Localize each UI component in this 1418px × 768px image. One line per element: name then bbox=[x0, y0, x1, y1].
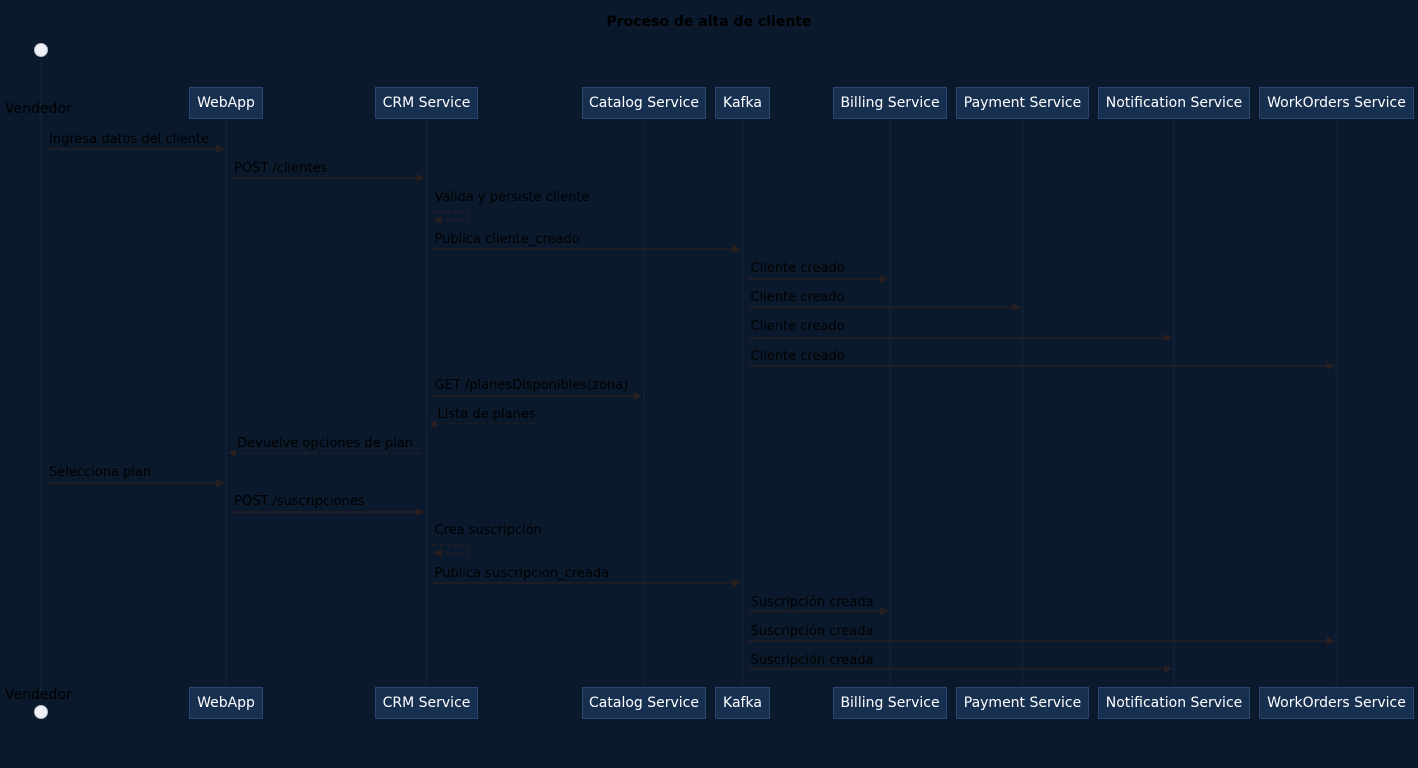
participant-box-webapp-top: WebApp bbox=[189, 87, 263, 119]
message-label: Publica suscripcion_creada bbox=[434, 566, 610, 581]
message-label: GET /planesDisponibles(zona) bbox=[434, 378, 629, 393]
actor-label-top: Vendedor bbox=[5, 101, 72, 117]
participant-box-kafka-top: Kafka bbox=[715, 87, 770, 119]
message-label: Crea suscripción bbox=[434, 523, 542, 538]
message-label: Publica cliente_creado bbox=[434, 232, 580, 247]
participant-box-kafka-bottom: Kafka bbox=[715, 687, 770, 719]
participant-box-crm-service-bottom: CRM Service bbox=[375, 687, 478, 719]
message-arrow bbox=[432, 211, 470, 224]
participant-box-notification-service-top: Notification Service bbox=[1098, 87, 1250, 119]
participant-box-billing-service-bottom: Billing Service bbox=[833, 687, 947, 719]
participant-box-payment-service-top: Payment Service bbox=[956, 87, 1089, 119]
message-label: Ingresa datos del cliente bbox=[49, 132, 210, 147]
message-label: Devuelve opciones de plan bbox=[237, 436, 413, 451]
diagram-title: Proceso de alta de cliente bbox=[606, 14, 812, 30]
message-label: Valida y persiste cliente bbox=[434, 190, 590, 205]
participant-box-catalog-service-bottom: Catalog Service bbox=[582, 687, 706, 719]
message-label: Selecciona plan bbox=[49, 465, 152, 480]
participant-box-catalog-service-top: Catalog Service bbox=[582, 87, 706, 119]
message-label: Cliente creado bbox=[750, 261, 845, 276]
participant-box-workorders-service-bottom: WorkOrders Service bbox=[1259, 687, 1414, 719]
participant-box-notification-service-bottom: Notification Service bbox=[1098, 687, 1250, 719]
participant-box-crm-service-top: CRM Service bbox=[375, 87, 478, 119]
message-label: Lista de planes bbox=[437, 407, 536, 422]
message-label: Suscripción creada bbox=[750, 624, 874, 639]
message-label: Suscripción creada bbox=[750, 595, 874, 610]
message-label: Cliente creado bbox=[750, 319, 845, 334]
message-arrow bbox=[432, 544, 470, 557]
message-label: POST /suscripciones bbox=[234, 494, 365, 509]
participant-box-webapp-bottom: WebApp bbox=[189, 687, 263, 719]
actor-label-bottom: Vendedor bbox=[5, 687, 72, 703]
actor-icon bbox=[34, 705, 48, 719]
message-label: Cliente creado bbox=[750, 349, 845, 364]
message-label: Cliente creado bbox=[750, 290, 845, 305]
actor-icon bbox=[34, 43, 48, 57]
participant-box-workorders-service-top: WorkOrders Service bbox=[1259, 87, 1414, 119]
message-label: Suscripción creada bbox=[750, 653, 874, 668]
participant-box-payment-service-bottom: Payment Service bbox=[956, 687, 1089, 719]
participant-box-billing-service-top: Billing Service bbox=[833, 87, 947, 119]
message-label: POST /clientes bbox=[234, 161, 328, 176]
